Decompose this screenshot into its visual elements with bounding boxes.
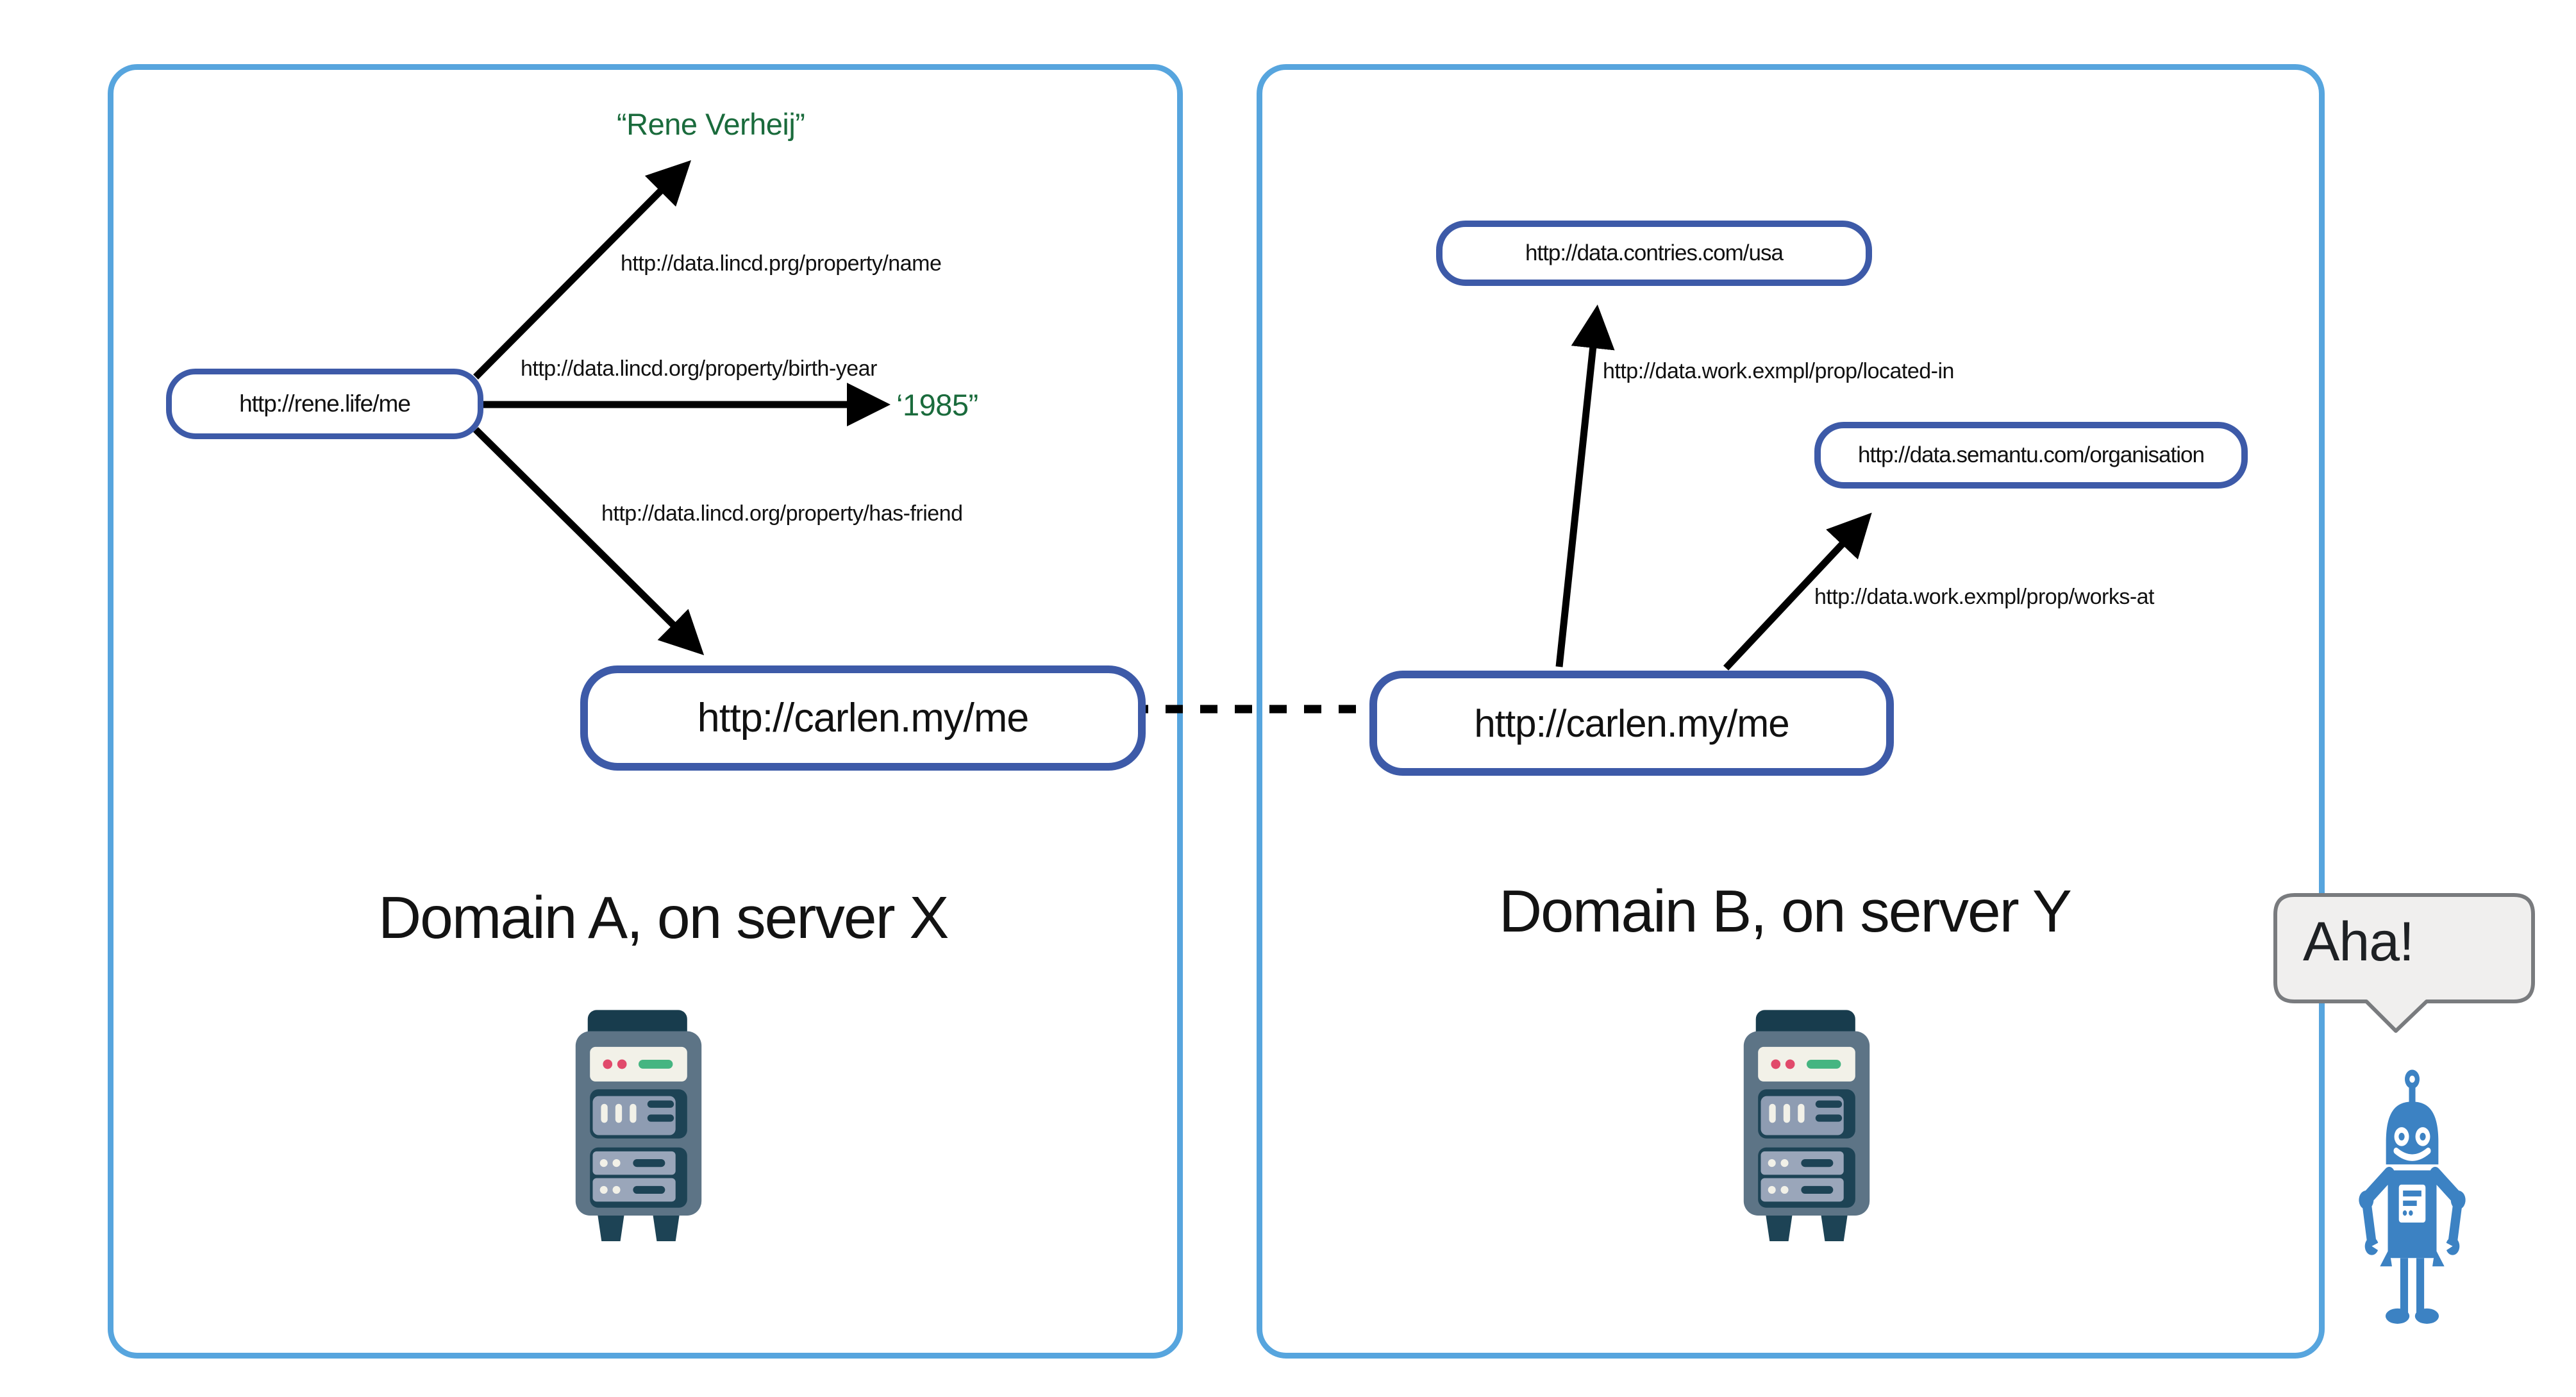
speech-bubble [2273, 893, 2535, 1033]
node-semantu-organisation: http://data.semantu.com/organisation [1814, 422, 2248, 489]
edge-label-located-in: http://data.work.exmpl/prop/located-in [1603, 359, 1954, 383]
node-carlen-domain-a: http://carlen.my/me [580, 665, 1146, 771]
node-rene-uri: http://rene.life/me [166, 369, 483, 439]
edge-label-has-friend: http://data.lincd.org/property/has-frien… [601, 501, 963, 526]
node-carlen-domain-b: http://carlen.my/me [1369, 671, 1894, 776]
robot-icon [2359, 1069, 2466, 1324]
server-rack-icon [575, 1010, 702, 1242]
node-organisation-label: http://data.semantu.com/organisation [1858, 442, 2205, 467]
edge-label-birth-year: http://data.lincd.org/property/birth-yea… [521, 356, 877, 381]
node-carlen-a-label: http://carlen.my/me [697, 696, 1030, 740]
server-rack-icon [1743, 1010, 1870, 1242]
speech-bubble-text: Aha! [2303, 911, 2414, 973]
domain-a-title: Domain A, on server X [378, 884, 949, 951]
literal-rene-verheij: “Rene Verheij” [617, 107, 805, 141]
node-countries-usa: http://data.contries.com/usa [1436, 221, 1872, 286]
node-rene-label: http://rene.life/me [239, 390, 411, 417]
node-carlen-b-label: http://carlen.my/me [1474, 701, 1789, 745]
domain-b-title: Domain B, on server Y [1499, 878, 2072, 944]
edge-label-works-at: http://data.work.exmpl/prop/works-at [1814, 585, 2155, 609]
node-usa-label: http://data.contries.com/usa [1525, 240, 1784, 265]
literal-1985: ‘1985” [896, 388, 978, 422]
edge-label-name: http://data.lincd.prg/property/name [621, 251, 942, 276]
